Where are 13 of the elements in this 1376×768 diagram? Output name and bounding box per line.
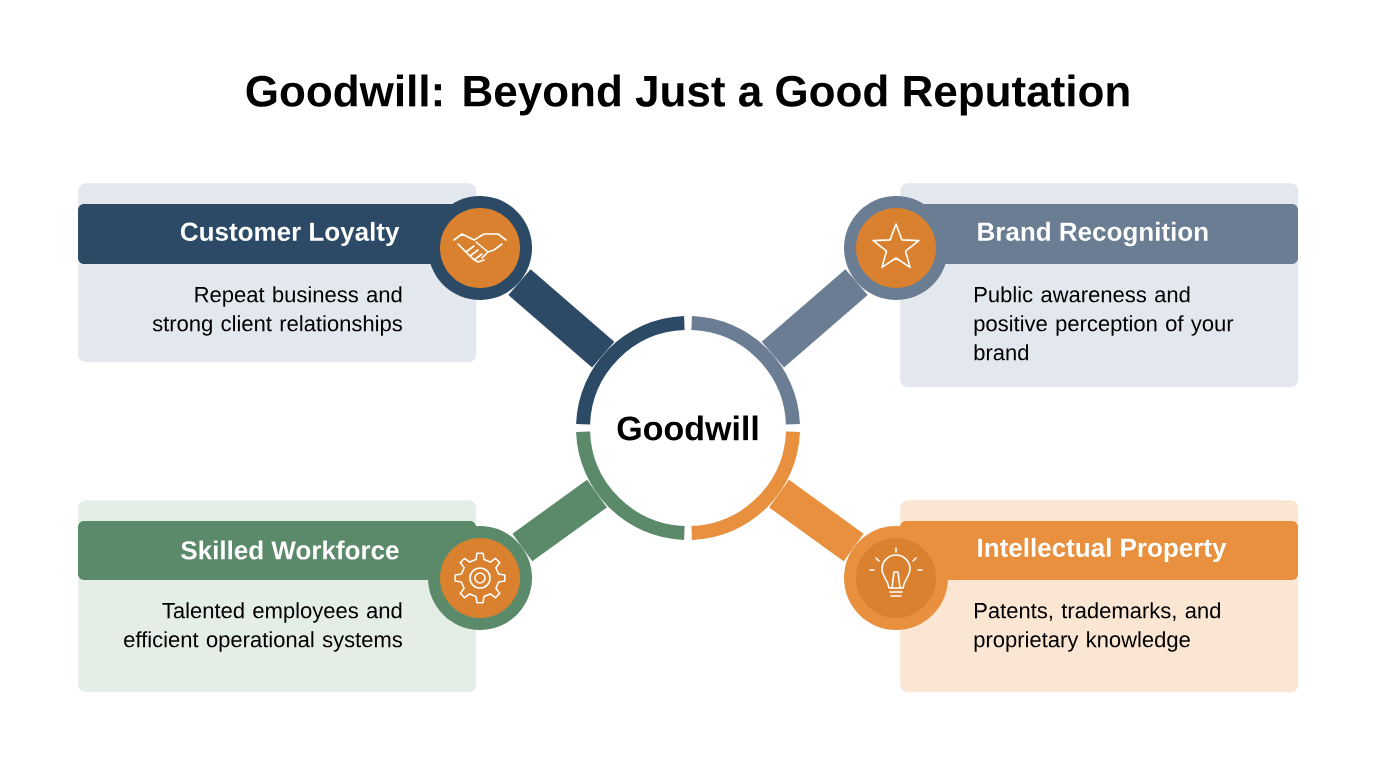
connector (769, 479, 864, 562)
description: Patents, trademarks, and proprietary knowledge (974, 602, 1220, 652)
connector (508, 269, 615, 368)
card (900, 500, 1299, 693)
description: Talented employees and efficient operational systems (124, 602, 402, 652)
card (78, 183, 477, 363)
card (900, 183, 1299, 388)
card (78, 500, 477, 693)
connector (512, 479, 607, 562)
description: Repeat business and strong client relationships (152, 286, 402, 336)
title: Goodwill: Beyond Just a Good Reputation (246, 74, 1129, 116)
connector (761, 269, 868, 368)
description: Public awareness and positive perception of your brand (974, 286, 1234, 361)
